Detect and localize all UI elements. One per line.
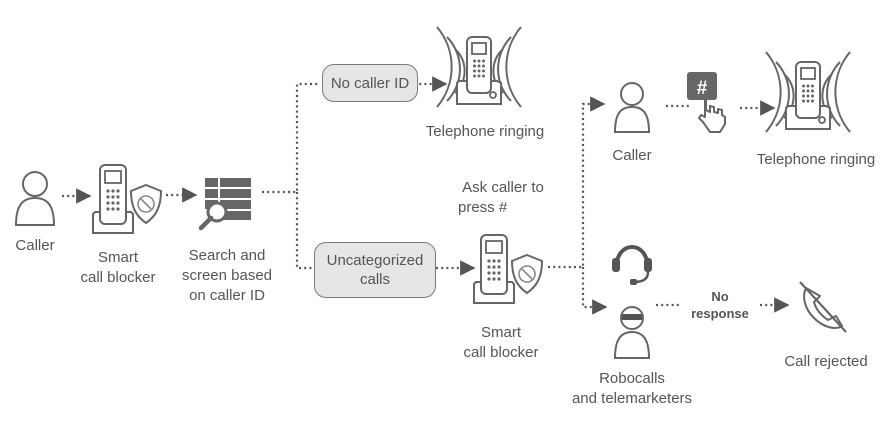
phone-blocked-icon <box>799 281 847 333</box>
connector-to-caller-right <box>548 96 606 269</box>
connector-to-no-caller-id <box>262 82 318 194</box>
search-screen-line2: screen based <box>181 267 273 284</box>
hash-key-label: # <box>697 78 708 99</box>
person-icon <box>14 171 56 226</box>
no-response-line1: No <box>711 289 729 304</box>
search-screen-line3: on caller ID <box>189 287 265 304</box>
smart-call-blocker-2-label: Smart call blocker <box>446 323 556 363</box>
ask-caller-line2: press # <box>458 199 508 216</box>
smart-call-blocker-2-line2: call blocker <box>463 344 539 361</box>
shield-icon <box>510 253 544 295</box>
smart-call-blocker-2-line1: Smart <box>480 324 521 341</box>
no-response-label: No response <box>680 288 760 322</box>
flow-connectors <box>62 76 790 315</box>
uncategorized-calls-line2: calls <box>359 271 390 288</box>
phone-ringing-icon <box>436 26 522 108</box>
no-response-line2: response <box>691 306 749 321</box>
caller-right-label: Caller <box>612 147 652 164</box>
uncategorized-calls-line1: Uncategorized <box>326 252 424 269</box>
shield-icon <box>129 183 163 225</box>
no-caller-id-label: No caller ID <box>330 74 410 92</box>
smart-call-blocker-1-line1: Smart <box>97 249 138 266</box>
ask-caller-label: Ask caller to press # <box>450 178 556 218</box>
call-rejected-label: Call rejected <box>784 353 868 370</box>
caller-left-label: Caller <box>15 237 55 254</box>
robocalls-label: Robocalls and telemarketers <box>556 369 708 409</box>
search-screen-label: Search and screen based on caller ID <box>172 246 282 306</box>
telephone-ringing-top-label: Telephone ringing <box>425 123 545 140</box>
ask-caller-line1: Ask caller to <box>462 179 544 196</box>
connector-to-uncategorized <box>295 192 313 270</box>
no-caller-id-box: No caller ID <box>322 64 418 102</box>
telephone-ringing-right-label: Telephone ringing <box>756 151 876 168</box>
connector-to-robocalls <box>581 267 608 315</box>
masked-robber-icon <box>613 306 651 359</box>
phone-ringing-icon <box>765 51 851 133</box>
cordless-phone-icon <box>473 234 515 304</box>
uncategorized-calls-box: Uncategorized calls <box>314 242 436 298</box>
search-screen-line1: Search and <box>188 247 266 264</box>
cordless-phone-icon <box>92 164 134 234</box>
robocalls-line1: Robocalls <box>599 370 665 387</box>
smart-call-blocker-1-line2: call blocker <box>80 269 156 286</box>
smart-call-blocker-1-label: Smart call blocker <box>68 248 168 288</box>
person-icon <box>613 82 651 133</box>
headset-agent-icon <box>612 245 652 285</box>
database-search-icon <box>198 178 251 231</box>
hand-press-key-icon: # <box>687 72 726 133</box>
robocalls-line2: and telemarketers <box>571 390 693 407</box>
